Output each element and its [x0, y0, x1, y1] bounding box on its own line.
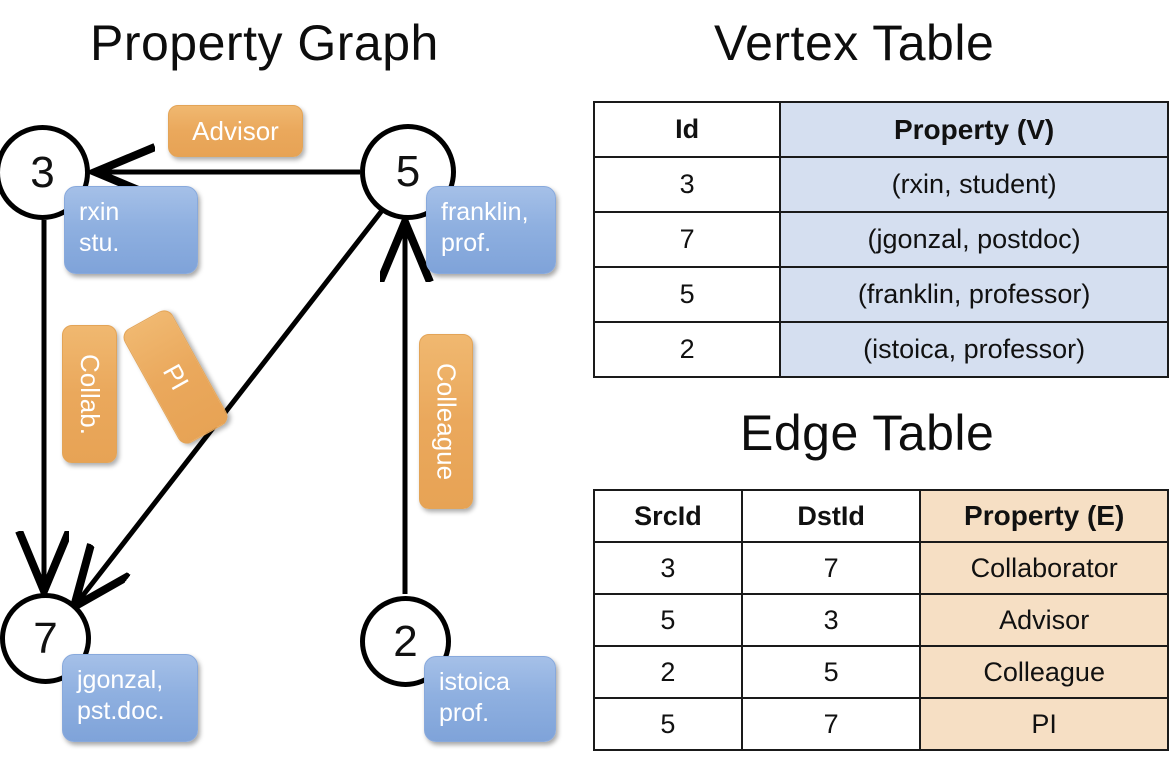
vertex-row-2-id: 5	[592, 266, 782, 323]
table-row: 3 (rxin, student)	[592, 156, 1169, 213]
vertex-node-2-label: 2	[393, 616, 418, 666]
edge-label-collab-text: Collab.	[75, 353, 105, 435]
edge-row-2-property: Colleague	[919, 645, 1169, 699]
edge-row-3-src: 5	[593, 697, 743, 751]
edge-table-header-row: SrcId DstId Property (E)	[593, 489, 1169, 543]
edge-row-0-dst: 7	[740, 541, 922, 595]
edge-label-colleague: Colleague	[419, 334, 473, 509]
vertex-row-3-property: (istoica, professor)	[779, 321, 1169, 378]
vertex-table: Id Property (V) 3 (rxin, student) 7 (jgo…	[592, 101, 1169, 378]
edge-label-pi-text: PI	[156, 358, 196, 395]
edge-table-header-dstid: DstId	[740, 489, 922, 543]
table-row: 7 (jgonzal, postdoc)	[592, 211, 1169, 268]
vertex-property-3-line2: stu.	[79, 228, 120, 257]
vertex-property-box-2: istoica prof.	[424, 656, 556, 742]
vertex-property-2-line1: istoica	[439, 668, 510, 696]
property-graph-panel: Property Graph 3 5 7	[0, 0, 585, 760]
edge-row-1-dst: 3	[740, 593, 922, 647]
vertex-node-5-label: 5	[395, 147, 421, 196]
page-title-edge-table: Edge Table	[740, 405, 995, 461]
table-row: 5 3 Advisor	[593, 593, 1169, 647]
edge-row-0-property: Collaborator	[919, 541, 1169, 595]
vertex-property-3-line1: rxin	[79, 198, 120, 226]
vertex-row-2-property: (franklin, professor)	[779, 266, 1169, 323]
vertex-table-header-id: Id	[592, 101, 782, 158]
edge-5-to-7	[77, 206, 386, 603]
edge-row-1-src: 5	[593, 593, 743, 647]
edge-table: SrcId DstId Property (E) 3 7 Collaborato…	[593, 489, 1169, 751]
edge-row-1-property: Advisor	[919, 593, 1169, 647]
vertex-property-7-line1: jgonzal,	[77, 666, 164, 694]
edge-table-header-srcid: SrcId	[593, 489, 743, 543]
vertex-table-header-row: Id Property (V)	[592, 101, 1169, 158]
vertex-property-5-line2: prof.	[441, 228, 492, 257]
vertex-row-1-property: (jgonzal, postdoc)	[779, 211, 1169, 268]
vertex-row-3-id: 2	[592, 321, 782, 378]
edge-row-3-dst: 7	[740, 697, 922, 751]
table-row: 2 (istoica, professor)	[592, 321, 1169, 378]
edge-label-advisor: Advisor	[168, 105, 303, 157]
vertex-node-7-label: 7	[33, 613, 58, 663]
vertex-row-0-property: (rxin, student)	[779, 156, 1169, 213]
vertex-table-header-property: Property (V)	[779, 101, 1169, 158]
vertex-property-box-3: rxin stu.	[64, 186, 198, 274]
vertex-property-2-line2: prof.	[439, 698, 490, 727]
graph-edges-svg	[0, 0, 585, 760]
edge-label-advisor-text: Advisor	[192, 115, 279, 146]
page-title-property-graph: Property Graph	[90, 15, 439, 71]
edge-row-2-dst: 5	[740, 645, 922, 699]
edge-label-colleague-text: Colleague	[431, 362, 462, 481]
table-row: 2 5 Colleague	[593, 645, 1169, 699]
vertex-property-box-7: jgonzal, pst.doc.	[62, 654, 198, 742]
table-row: 5 7 PI	[593, 697, 1169, 751]
edge-row-2-src: 2	[593, 645, 743, 699]
vertex-row-0-id: 3	[592, 156, 782, 213]
edge-row-0-src: 3	[593, 541, 743, 595]
vertex-row-1-id: 7	[592, 211, 782, 268]
table-row: 3 7 Collaborator	[593, 541, 1169, 595]
vertex-property-7-line2: pst.doc.	[77, 696, 165, 725]
edge-table-header-property: Property (E)	[919, 489, 1169, 543]
vertex-node-3-label: 3	[30, 147, 55, 197]
vertex-property-5-line1: franklin,	[441, 198, 529, 226]
vertex-property-box-5: franklin, prof.	[426, 186, 556, 274]
edge-row-3-property: PI	[919, 697, 1169, 751]
edge-label-collab: Collab.	[62, 325, 117, 463]
page-title-vertex-table: Vertex Table	[714, 15, 995, 71]
table-row: 5 (franklin, professor)	[592, 266, 1169, 323]
